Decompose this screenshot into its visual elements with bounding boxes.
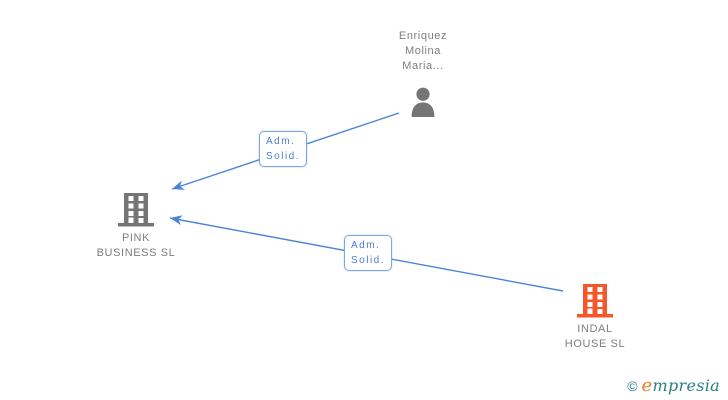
empresia-logo[interactable]: © empresia bbox=[627, 375, 720, 396]
edge-label-line: Adm. bbox=[351, 240, 381, 251]
company-name-line: BUSINESS SL bbox=[96, 247, 176, 259]
node-company-pink-business[interactable]: PINK BUSINESS SL bbox=[56, 193, 216, 263]
edge-label-adm-solid-2: Adm. Solid. bbox=[344, 235, 392, 271]
brand-initial: e bbox=[641, 375, 653, 396]
company-name-line: INDAL bbox=[577, 323, 613, 335]
edge-label-line: Adm. bbox=[266, 136, 296, 147]
edge-label-adm-solid-1: Adm. Solid. bbox=[259, 131, 307, 167]
company-name-line: HOUSE SL bbox=[564, 338, 626, 350]
edge-label-line: Solid. bbox=[266, 151, 301, 162]
node-person-enriquez[interactable]: Enriquez Molina Maria... bbox=[353, 29, 493, 119]
company-name-label: INDAL HOUSE SL bbox=[515, 322, 675, 352]
company-name-label: PINK BUSINESS SL bbox=[56, 231, 216, 261]
edge-label-line: Solid. bbox=[351, 255, 386, 266]
node-company-indal-house[interactable]: INDAL HOUSE SL bbox=[515, 284, 675, 354]
person-name-label: Enriquez Molina Maria... bbox=[353, 29, 493, 74]
company-name-line: PINK bbox=[121, 232, 151, 244]
copyright-icon: © bbox=[627, 378, 638, 394]
brand-wordmark: empresia bbox=[642, 375, 720, 396]
building-icon bbox=[118, 193, 154, 232]
person-name-line: Molina bbox=[404, 45, 441, 57]
person-name-line: Enriquez bbox=[398, 30, 448, 42]
person-icon bbox=[409, 87, 437, 122]
building-icon bbox=[577, 284, 613, 323]
person-name-line: Maria... bbox=[402, 60, 444, 72]
brand-rest: mpresia bbox=[652, 376, 720, 395]
